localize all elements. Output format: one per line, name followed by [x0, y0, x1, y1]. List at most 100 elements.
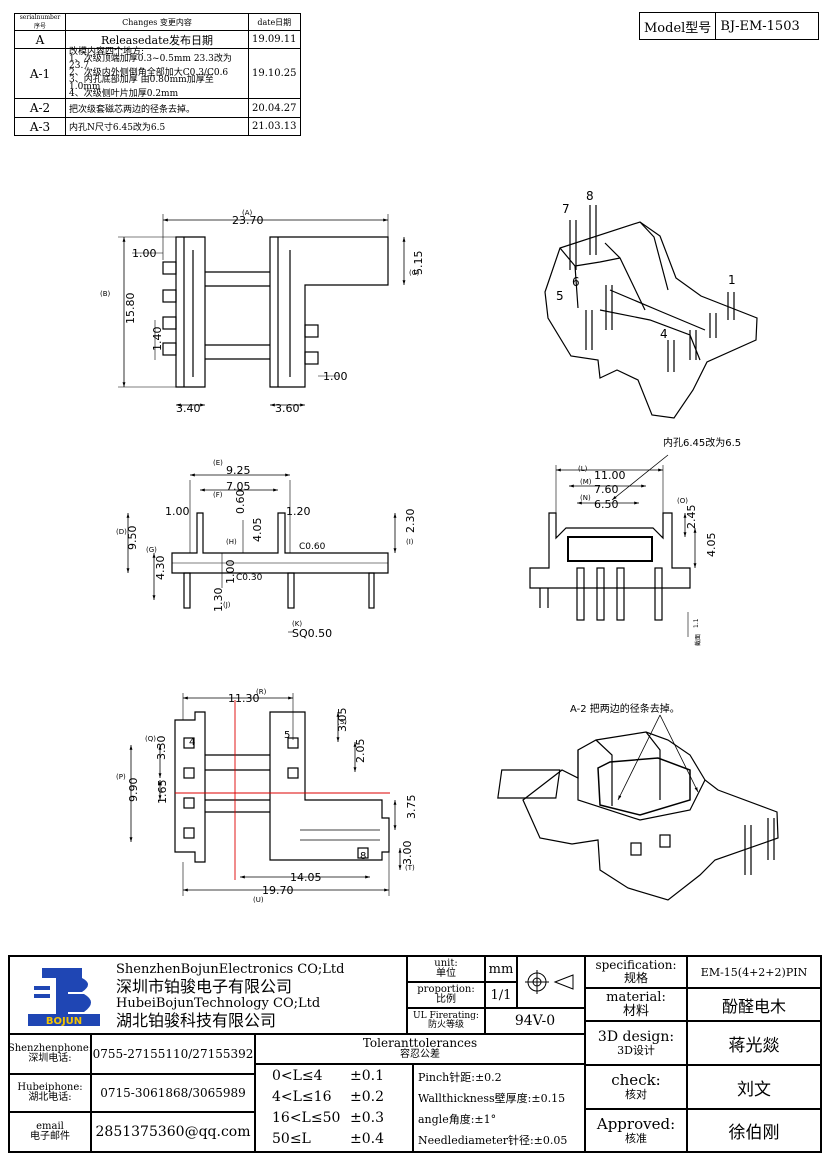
dim-pin: 1.00	[323, 370, 348, 383]
proportion-label-cell: proportion:比例	[407, 982, 485, 1008]
dim-letter: (E)	[213, 459, 223, 467]
tol-note: Needlediameter针径:±0.05	[418, 1134, 568, 1147]
model-label: Model型号	[640, 13, 717, 39]
pin-label: 4	[189, 737, 195, 748]
dim-letter: (J)	[223, 601, 231, 609]
dim-left: 1.00	[165, 505, 190, 518]
company-line: 湖北铂骏科技有限公司	[116, 1011, 277, 1030]
contact-label-cn: 湖北电话:	[28, 1092, 72, 1103]
dim-letter: (D)	[116, 528, 127, 536]
unit-label: unit:	[434, 957, 458, 969]
iso-pin-label: 5	[556, 289, 564, 303]
tol-range: 0<L≤4	[272, 1068, 323, 1084]
fire-label-cn: 防火等级	[427, 1020, 464, 1030]
dim-letter: (M)	[580, 478, 592, 486]
dim-c06: C0.60	[299, 542, 326, 552]
dim-G: 4.30	[154, 556, 167, 581]
dim-J: 1.30	[212, 588, 225, 613]
proportion-label: proportion:	[417, 983, 475, 995]
rev-change: Releasedate发布日期	[65, 30, 249, 49]
rev-change-line: 改模内容四个地方:	[69, 47, 145, 57]
iso-pin-label: 8	[586, 189, 594, 203]
iso-pin-label: 1	[728, 273, 736, 287]
section-note: 内孔6.45改为6.5	[663, 436, 741, 449]
revision-table: serialnumber序号 Changes 变更内容 date日期 A Rel…	[14, 13, 301, 136]
side-dim: 1.1	[693, 618, 700, 628]
tolerance-row: 0<L≤4 ±0.1	[272, 1066, 384, 1087]
side-note: 截面	[694, 634, 702, 646]
dim-letter: (F)	[213, 491, 223, 499]
dim-M: 7.60	[594, 483, 619, 496]
tol-value: ±0.4	[350, 1131, 384, 1147]
tol-range: 50≤L	[272, 1131, 311, 1147]
dim-letter: (T)	[405, 864, 415, 872]
pin-label: 8	[360, 851, 366, 862]
unit-label-cell: unit:单位	[407, 956, 485, 982]
proportion-value: 1/1	[485, 982, 517, 1008]
rev-change-line: 4、次级侧叶片加厚0.2mm	[69, 89, 179, 99]
tolerance-rows: 0<L≤4±0.1 4<L≤16±0.2 16<L≤50±0.3 50≤L±0.…	[256, 1065, 384, 1150]
fire-value: 94V-0	[485, 1008, 585, 1034]
dim-O: 2.45	[685, 505, 698, 530]
material-value: 酚醛电木	[687, 988, 821, 1021]
tolerance-table: 0<L≤4±0.1 4<L≤16±0.2 16<L≤50±0.3 50≤L±0.…	[255, 1064, 413, 1152]
dim-letter: (R)	[256, 688, 267, 696]
fire-label: UL Firerating:	[413, 1010, 479, 1021]
company-names: ShenzhenBojunElectronics CO;Ltd 深圳市铂骏电子有…	[116, 961, 344, 1029]
dim-H: 4.05	[251, 518, 264, 543]
bojun-logo: BOJUN	[28, 968, 100, 1027]
contact-label-cn: 深圳电话:	[28, 1053, 72, 1064]
rev-change-multiline: 改模内容四个地方: 1、次级顶端加厚0.3~0.5mm 23.3改为23.7 2…	[65, 47, 249, 99]
dim-K: SQ0.50	[292, 627, 332, 640]
section-view	[529, 454, 697, 637]
dim-F: 0.60	[234, 490, 247, 515]
dim-3-75: 3.75	[405, 795, 418, 820]
check-label: check:	[611, 1071, 661, 1090]
design-label-cn: 3D设计	[617, 1043, 655, 1057]
top-view	[118, 214, 406, 407]
dim-letter: (A)	[242, 209, 253, 217]
tolerance-row: 50≤L ±0.4	[272, 1129, 384, 1150]
dim-c03: C0.30	[236, 573, 263, 583]
contact-label: Hubeiphone:	[17, 1081, 83, 1093]
rev-change: 内孔N尺寸6.45改为6.5	[65, 117, 249, 136]
dim-letter: (G)	[146, 546, 157, 554]
iso-view-top	[544, 205, 758, 419]
spec-label: specification:	[595, 958, 677, 973]
dim-letter: (C)	[409, 269, 420, 277]
contact-value: 0755-27155110/27155392	[91, 1034, 255, 1074]
approved-label: Approved:	[596, 1114, 676, 1133]
dim-letter: (O)	[677, 497, 688, 505]
material-label-cell: material:材料	[585, 988, 687, 1021]
pin-label: 5	[284, 730, 290, 741]
dim-b: 14.05	[290, 871, 322, 884]
dim-letter: (P)	[116, 773, 126, 781]
dim-letter: (B)	[100, 290, 111, 298]
iso-pin-label: 7	[562, 202, 570, 216]
rev-serial: A-2	[14, 98, 66, 118]
company-block: BOJUN ShenzhenBojunElectronics CO;Ltd 深圳…	[9, 956, 407, 1034]
contact-label: Shenzhenphone:	[7, 1042, 93, 1054]
tol-value: ±0.1	[350, 1068, 384, 1084]
design-label-cell: 3D design:3D设计	[585, 1021, 687, 1065]
dim-letter: (I)	[406, 538, 414, 546]
dim-c: 5.15	[412, 251, 425, 276]
front-view	[126, 473, 397, 633]
check-label-cell: check:核对	[585, 1065, 687, 1109]
company-line: 深圳市铂骏电子有限公司	[116, 977, 293, 996]
dim-L: 11.00	[594, 469, 626, 482]
dim-Q: 3.30	[155, 736, 168, 761]
dim-mid: 1.00	[224, 560, 237, 585]
iso-view-bottom	[497, 714, 779, 901]
contact-label-cell: Shenzhenphone:深圳电话:	[7, 1034, 93, 1074]
tolerance-title-cn: 容忍公差	[399, 1049, 440, 1061]
rev-serial: A-1	[14, 48, 66, 99]
tol-value: ±0.2	[350, 1089, 384, 1105]
dim-letter: (S)	[337, 718, 347, 726]
design-label: 3D design:	[597, 1028, 675, 1045]
dim-I: 2.30	[404, 509, 417, 534]
rev-date: 19.10.25	[248, 48, 301, 99]
dim-right: 1.20	[286, 505, 311, 518]
dim-left: 1.00	[132, 247, 157, 260]
